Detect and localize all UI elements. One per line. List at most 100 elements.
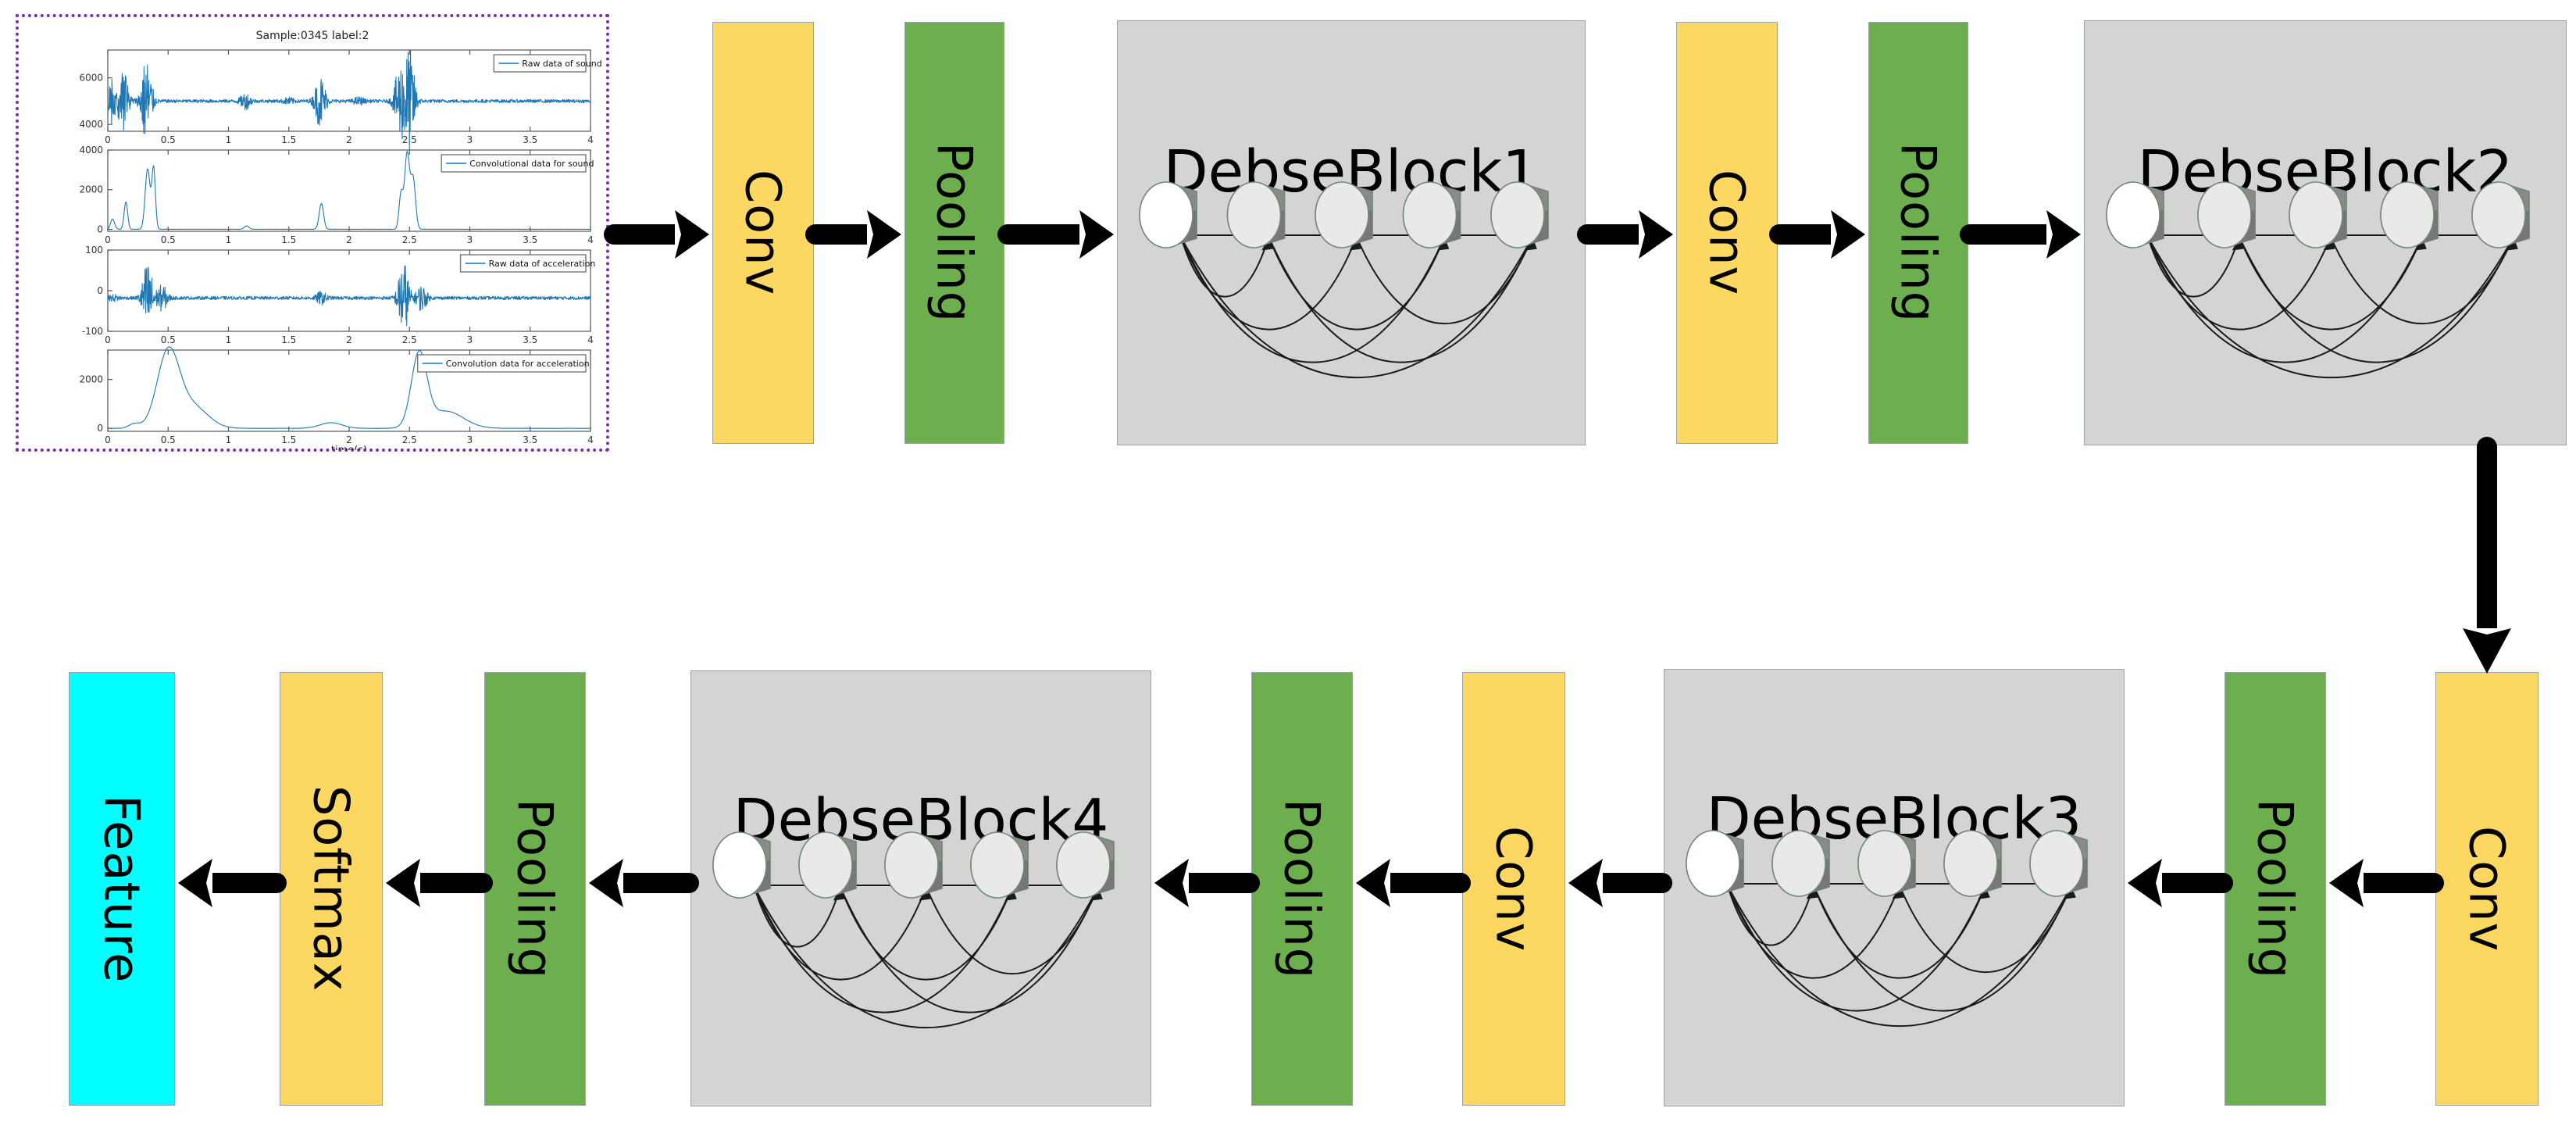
flow-arrow (1356, 859, 1471, 907)
svg-text:4: 4 (587, 334, 594, 345)
dense-skip-edge (1726, 885, 1900, 979)
svg-text:1: 1 (226, 234, 232, 245)
pooling-2-block[interactable]: Pooling (1868, 22, 1968, 444)
svg-text:100: 100 (85, 245, 103, 256)
flow-arrow (1577, 210, 1673, 259)
pooling-3-label: Pooling (1273, 798, 1331, 980)
dense-skip-edge (2146, 236, 2240, 298)
dense-nodes (1686, 830, 2088, 897)
svg-text:2.5: 2.5 (402, 334, 417, 345)
svg-text:0: 0 (105, 134, 111, 145)
dense-skip-edge (1179, 236, 1358, 331)
conv-1-label: Conv (734, 170, 792, 296)
svg-text:2: 2 (346, 434, 352, 445)
svg-text:2.5: 2.5 (402, 434, 417, 445)
dense-skip-edge (839, 886, 1013, 981)
dense-block-3[interactable]: DebseBlock3 (1664, 669, 2125, 1106)
flow-arrow (604, 210, 709, 259)
pooling-5-label: Pooling (2246, 798, 2304, 980)
svg-text:0.5: 0.5 (161, 334, 176, 345)
conv-4-block[interactable]: Conv (2435, 672, 2539, 1106)
pooling-2-label: Pooling (1889, 142, 1947, 324)
svg-text:0: 0 (105, 434, 111, 445)
dense-node (1226, 181, 1286, 248)
svg-text:2000: 2000 (79, 374, 103, 385)
svg-text:3.5: 3.5 (523, 434, 537, 445)
svg-text:-100: -100 (82, 326, 103, 337)
svg-text:3: 3 (467, 334, 473, 345)
dense-node (1056, 831, 1115, 899)
svg-text:1: 1 (226, 334, 232, 345)
svg-text:1.5: 1.5 (281, 334, 296, 345)
flow-arrow (997, 210, 1114, 259)
dense-skip-edge (1179, 236, 1533, 379)
flow-arrow (386, 859, 493, 907)
flow-arrow (1769, 210, 1865, 259)
dense-block-4[interactable]: DebseBlock4 (690, 670, 1151, 1106)
svg-text:1.5: 1.5 (281, 134, 296, 145)
dense-node (2380, 181, 2439, 248)
feature-label: Feature (93, 794, 151, 984)
dense-node (2106, 181, 2164, 248)
x-axis-label: time(s) (331, 445, 367, 450)
dense-skip-edge (2146, 236, 2332, 331)
dense-skip-edge (753, 886, 1099, 1029)
feature-block[interactable]: Feature (69, 672, 175, 1106)
dense-skip-edge (753, 886, 927, 981)
pooling-1-block[interactable]: Pooling (904, 22, 1004, 444)
svg-text:0.5: 0.5 (161, 134, 176, 145)
dense-skip-edge (1179, 236, 1270, 298)
dense-node (1943, 830, 2002, 897)
svg-text:0.5: 0.5 (161, 234, 176, 245)
svg-text:3.5: 3.5 (523, 134, 537, 145)
dense-skip-edge (1355, 236, 1533, 324)
svg-text:1: 1 (226, 434, 232, 445)
svg-text:0: 0 (97, 285, 103, 296)
dense-node (970, 831, 1029, 899)
flow-arrow (805, 210, 901, 259)
svg-text:3: 3 (467, 134, 473, 145)
dense-skip-edge (1268, 236, 1533, 363)
svg-text:1.5: 1.5 (281, 434, 296, 445)
softmax-block[interactable]: Softmax (280, 672, 383, 1106)
dense-skip-edge (2238, 236, 2514, 363)
dense-node (712, 831, 771, 899)
pooling-3-block[interactable]: Pooling (1251, 672, 1353, 1106)
flow-arrow-down (2463, 437, 2511, 674)
svg-text:0: 0 (97, 423, 103, 434)
svg-text:4000: 4000 (79, 145, 103, 155)
svg-text:3: 3 (467, 434, 473, 445)
conv-2-block[interactable]: Conv (1676, 22, 1778, 444)
dense-skip-edge (925, 886, 1099, 974)
dense-skip-edge (1726, 885, 1814, 946)
dense-block-2[interactable]: DebseBlock2 (2084, 20, 2567, 445)
svg-text:Convolution data for accelerat: Convolution data for acceleration (446, 359, 590, 369)
dense-skip-edge (1812, 885, 1986, 979)
svg-text:3: 3 (467, 234, 473, 245)
flow-arrow (589, 859, 699, 907)
dense-node (1490, 181, 1549, 248)
pooling-4-label: Pooling (506, 798, 564, 980)
conv-4-label: Conv (2458, 825, 2516, 953)
dense-block-1[interactable]: DebseBlock1 (1117, 20, 1586, 445)
flow-arrow (178, 859, 287, 907)
conv-3-block[interactable]: Conv (1462, 672, 1565, 1106)
conv-1-block[interactable]: Conv (712, 22, 814, 444)
svg-text:0: 0 (105, 234, 111, 245)
dense-graph-1 (1139, 181, 1549, 379)
pooling-4-block[interactable]: Pooling (484, 672, 586, 1106)
dense-node (1402, 181, 1461, 248)
dense-edges (1726, 883, 2076, 1028)
svg-text:Convolutional data for sound: Convolutional data for sound (469, 159, 594, 169)
dense-node (2471, 181, 2530, 248)
dense-edges (2146, 234, 2518, 379)
dense-skip-edge (753, 886, 841, 948)
conv-3-label: Conv (1485, 825, 1543, 953)
svg-text:1.5: 1.5 (281, 234, 296, 245)
dense-skip-edge (2146, 236, 2514, 379)
pooling-5-block[interactable]: Pooling (2225, 672, 2326, 1106)
